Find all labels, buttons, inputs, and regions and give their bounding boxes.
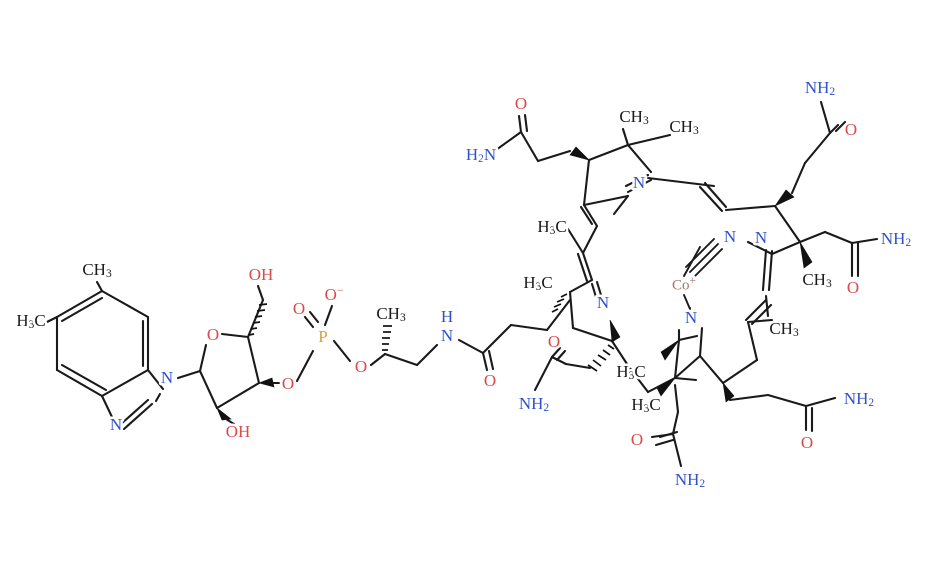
label-o-acetamide-right: O	[847, 278, 859, 297]
wedge-ringD-ch3-a	[660, 339, 680, 361]
wedge-ringB-ch3	[799, 241, 813, 269]
label-nh2-propionamide-bottomright: NH2	[844, 389, 875, 409]
wedge-ringA-chain	[569, 146, 590, 161]
label-o-acetamide-bottom: O	[631, 430, 643, 449]
label-oh-ribose-5: OH	[249, 265, 274, 284]
atom-label-layer: CH3 H3C N N O OH OH O O O− P O CH3 H N O…	[14, 75, 914, 492]
label-h3c-corrin-lower-a: H3C	[616, 362, 645, 382]
label-nh2-acetamide-bottom: NH2	[675, 470, 706, 490]
wedge-ringDprime	[609, 319, 621, 343]
label-o-phosphate-double: O	[293, 299, 305, 318]
dimethylbenzimidazole-fragment	[45, 280, 202, 431]
wedge-ringD-ch3-b	[656, 377, 676, 397]
label-n-corrin-d: N	[685, 308, 697, 327]
label-o-amide-link: O	[484, 371, 496, 390]
label-o-ribose-ring: O	[207, 325, 219, 344]
label-o-propionamide-top: O	[515, 94, 527, 113]
label-o-propionamide-topright: O	[845, 120, 857, 139]
hash-acetamide-a	[587, 344, 615, 372]
label-ch3-aminopropanol: CH3	[376, 304, 406, 324]
label-n-cyanide: N	[724, 227, 736, 246]
label-ch3-benzimidazole-upper: CH3	[82, 260, 112, 280]
label-o-propionamide-bottomright: O	[801, 433, 813, 452]
phosphate-fragment	[295, 304, 387, 383]
wedge-ringB-chain	[774, 189, 795, 207]
label-h-amide-link: H	[441, 307, 453, 326]
label-n-amide-link: N	[441, 326, 453, 345]
hash-ringD-ch3	[551, 293, 568, 313]
label-p-phosphate: P	[318, 327, 327, 346]
label-h2n-propionamide-top: H2N	[466, 145, 496, 165]
label-n-corrin-b: N	[597, 293, 609, 312]
label-n-corrin-c: N	[755, 228, 767, 247]
ribofuranose-fragment	[198, 284, 280, 426]
corrin-macrocycle	[551, 127, 827, 436]
label-n-benzimidazole-1: N	[161, 368, 173, 387]
hash-aminopropanol-ch3	[382, 325, 392, 351]
label-n-corrin-a: N	[633, 173, 645, 192]
label-ch3-gem-b: CH3	[669, 117, 699, 137]
hash-ribose-c4	[248, 303, 268, 336]
label-nh2-propionamide-topright: NH2	[805, 78, 836, 98]
label-o-phosphate-ester: O	[355, 357, 367, 376]
label-n-benzimidazole-3: N	[110, 415, 122, 434]
aminopropanol-fragment	[382, 323, 549, 372]
label-ch3-corrin-right: CH3	[802, 270, 832, 290]
side-chain-amides	[494, 100, 879, 468]
cyanide-ligand	[685, 238, 723, 278]
label-o-acetamide-a: O	[548, 332, 560, 351]
label-nh2-acetamide-right: NH2	[881, 229, 912, 249]
label-o-ribose-phosphate: O	[282, 374, 294, 393]
label-oh-ribose-2: OH	[226, 422, 251, 441]
